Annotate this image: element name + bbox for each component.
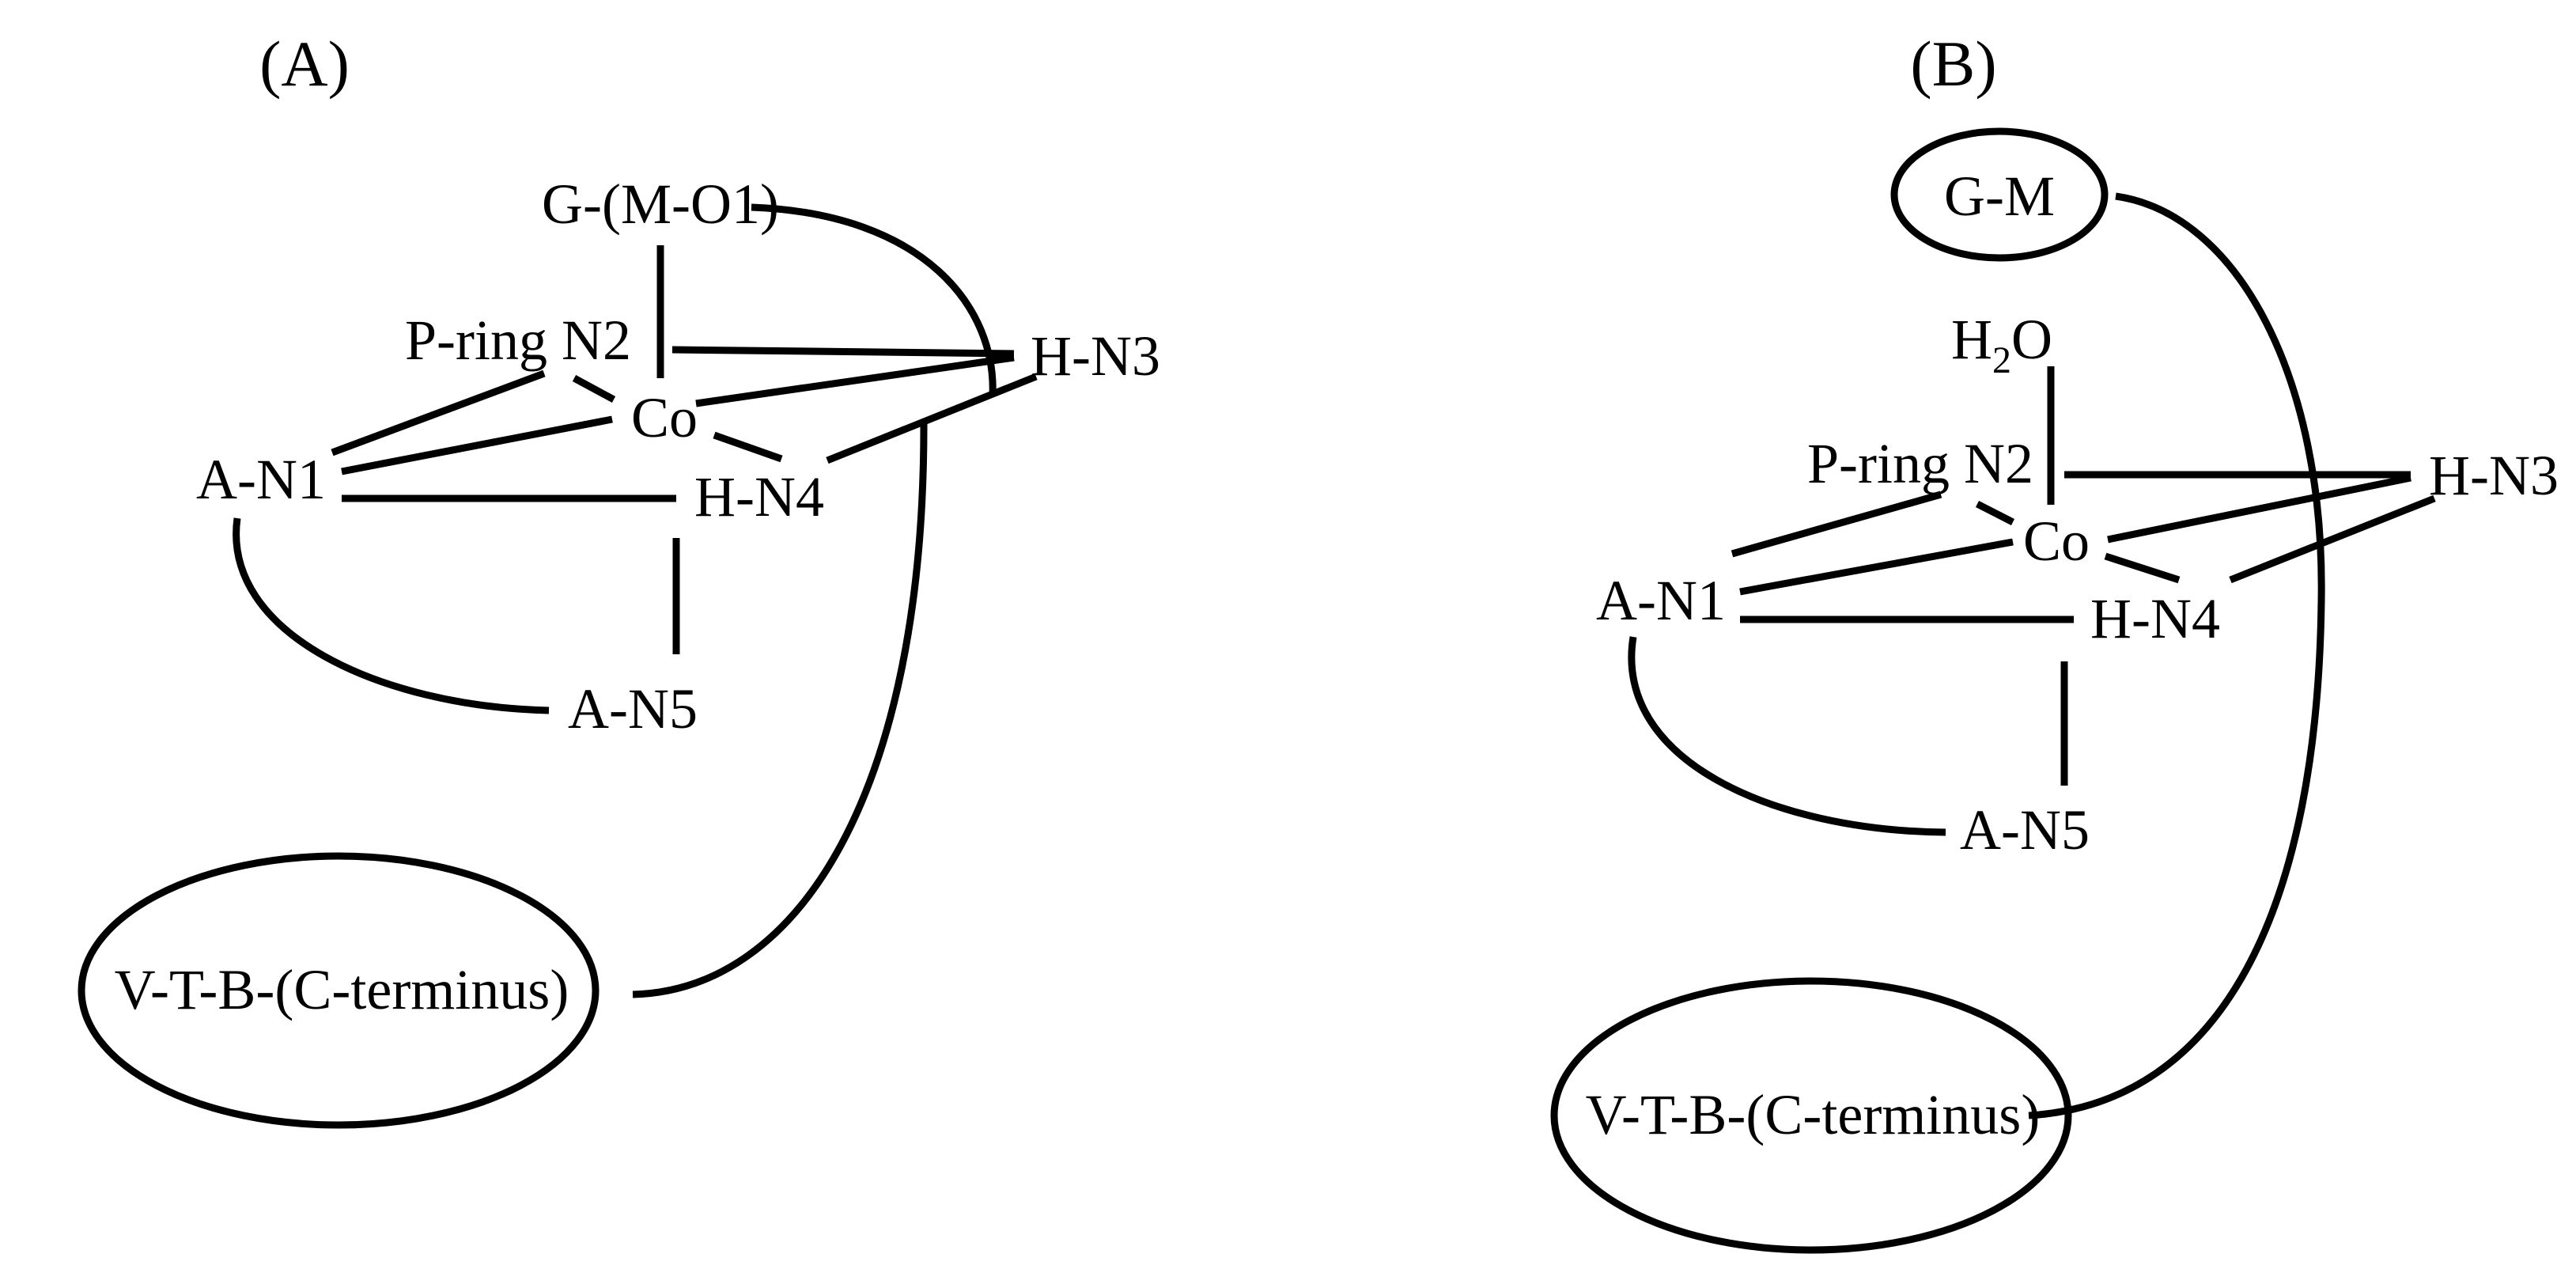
bond-p-ring-co [572,375,616,403]
label-c-terminus: V-T-B-(C-terminus) [115,958,569,1021]
label-h2o-subscript: 2 [1992,339,2011,381]
label-h2o-h: H [1951,308,1992,371]
curve-g-m-o1-h-n3 [751,203,997,396]
label-p-ring-n2: P-ring N2 [405,309,631,372]
bond-h-n4-h-n3 [826,373,1038,464]
bond-p-ring-co [1975,500,2015,526]
label-h2o: H2O [1951,308,2052,381]
bond-a-n1-co [1739,538,2014,596]
label-co: Co [2023,509,2090,573]
bond-co-h-n3-lower [2107,474,2411,544]
curve-g-m-c-terminus [2028,192,2325,1119]
label-h-n4: H-N4 [694,465,824,528]
c-terminus-ellipse [78,852,600,1129]
label-a-n1: A-N1 [1596,569,1726,632]
bond-a-n1-p-ring [331,369,546,456]
label-co: Co [631,386,698,449]
label-g-m-o1: G-(M-O1) [542,172,779,236]
label-h-n3: H-N3 [2429,444,2559,507]
panel-a: (A) G-(M-O1) P-ring N2 H-N3 Co A-N1 H-N4… [78,28,1160,1129]
curve-a-n1-a-n5 [233,517,550,714]
label-a-n5: A-N5 [568,677,698,741]
bond-co-h-n4 [2104,552,2181,584]
label-h-n3: H-N3 [1031,324,1160,388]
curve-h-n3-c-terminus [632,419,928,998]
panel-a-title: (A) [259,28,350,100]
panel-b: (B) G-M H2O P-ring N2 H-N3 Co A-N1 H-N4 … [1550,28,2559,1254]
label-a-n1: A-N1 [196,448,326,511]
label-c-terminus: V-T-B-(C-terminus) [1586,1083,2041,1146]
bond-co-h-n3-lower [695,354,1015,407]
c-terminus-ellipse-b [1550,977,2072,1254]
label-h-n4: H-N4 [2090,587,2220,650]
bond-co-h-n3 [671,346,1015,358]
g-m-ellipse [1890,127,2109,262]
bond-a-n1-p-ring [1731,491,1942,558]
curve-a-n1-a-n5 [1628,636,1946,836]
panel-b-title: (B) [1910,28,1996,100]
label-h2o-o: O [2011,308,2052,371]
label-a-n5: A-N5 [1960,798,2090,862]
bond-h-n4-h-n3 [2229,494,2436,584]
label-g-m: G-M [1944,165,2055,228]
bond-co-h-n4 [713,431,783,463]
bond-a-n1-co [341,415,613,475]
label-p-ring-n2: P-ring N2 [1807,432,2033,495]
